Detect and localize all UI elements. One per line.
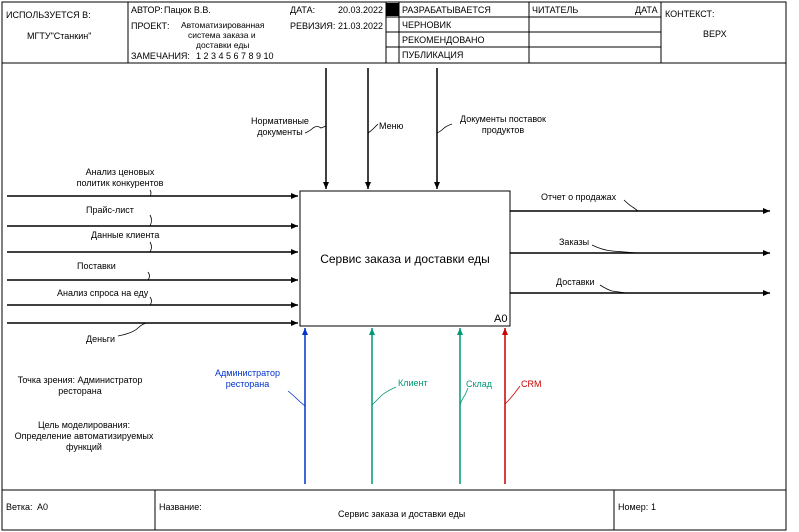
footer-number-label: Номер: [618,502,649,512]
mechanism-label-4: CRM [521,379,542,389]
used-at-value: МГТУ"Станкин" [27,31,92,41]
reader-date-label: ДАТА [635,5,658,15]
footer-title-value: Сервис заказа и доставки еды [338,509,466,519]
mechanism-label-3: Склад [466,379,493,389]
notes-numbers: 1 2 3 4 5 6 7 8 9 10 [196,51,274,61]
footer-node-label: Ветка: [6,502,33,512]
reader-label: ЧИТАТЕЛЬ [532,5,579,15]
project-value-line3: доставки еды [196,40,250,50]
date-value: 20.03.2022 [338,5,384,15]
input-label-3: Данные клиента [91,230,160,240]
context-value: ВЕРХ [703,29,727,39]
process-id: A0 [494,313,508,325]
author-label: АВТОР: [131,5,163,15]
input-label-6: Деньги [86,334,116,344]
footer-title-label: Название: [159,502,202,512]
footer-node-value: А0 [37,502,49,512]
control-label-2: Меню [379,121,404,131]
footer-number-value: 1 [651,502,657,512]
date-label: ДАТА: [290,5,316,15]
output-label-3: Доставки [556,277,595,287]
project-value-line2: система заказа и [188,30,256,40]
used-at-label: ИСПОЛЬЗУЕТСЯ В: [6,10,91,20]
mechanism-label-2: Клиент [398,378,428,388]
output-label-1: Отчет о продажах [541,192,617,202]
project-value-line1: Автоматизированная [181,20,265,30]
input-label-5: Анализ спроса на еду [57,288,149,298]
purpose-text: Цель моделирования:Определение автоматиз… [14,420,154,452]
notes-label: ЗАМЕЧАНИЯ: [131,51,190,61]
input-label-2: Прайс-лист [86,205,134,215]
process-name: Сервис заказа и доставки еды [320,251,490,266]
status-draft: ЧЕРНОВИК [402,20,452,30]
output-label-2: Заказы [559,237,590,247]
status-developing: РАЗРАБАТЫВАЕТСЯ [402,5,491,15]
revision-label: РЕВИЗИЯ: [290,21,336,31]
status-publication: ПУБЛИКАЦИЯ [402,50,464,60]
context-label: КОНТЕКСТ: [665,9,715,19]
revision-value: 21.03.2022 [338,21,384,31]
status-marker [386,3,399,16]
input-label-4: Поставки [77,261,116,271]
process-box [299,190,511,327]
project-label: ПРОЕКТ: [131,21,170,31]
status-recommended: РЕКОМЕНДОВАНО [402,35,485,45]
author-value: Пацюк В.В. [164,5,211,15]
